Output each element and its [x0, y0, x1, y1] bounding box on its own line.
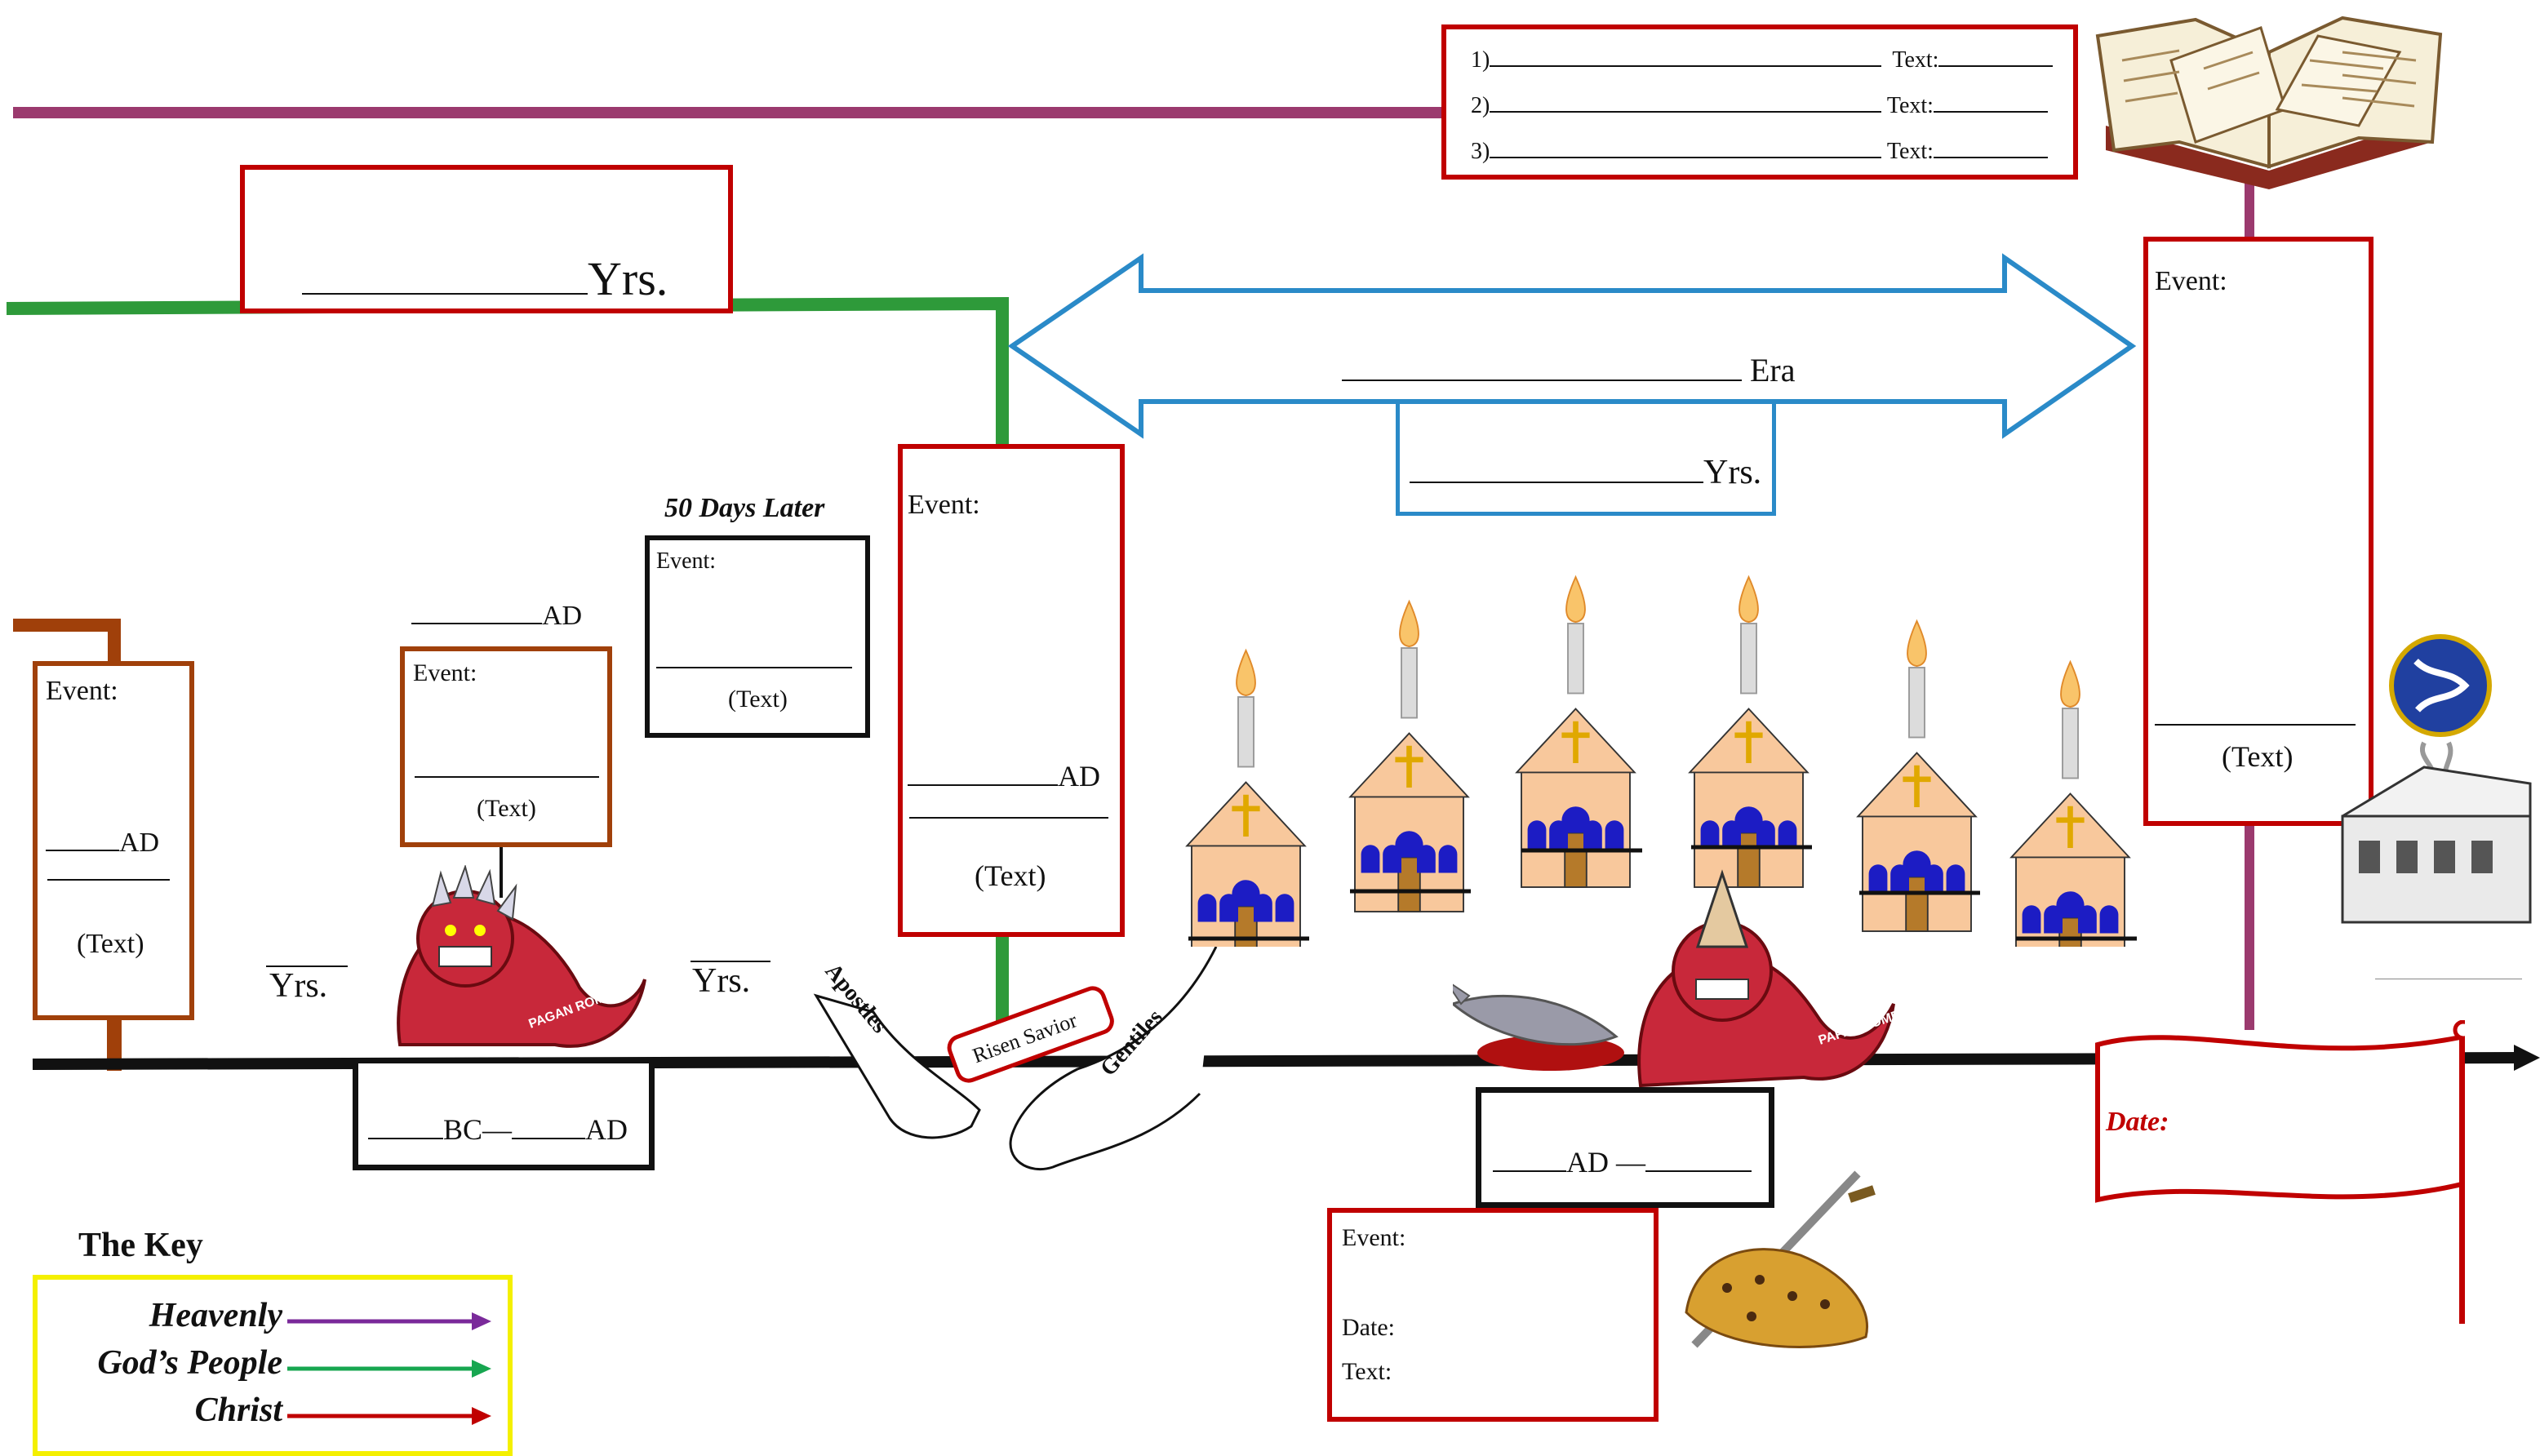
key-gods-people-arrow [287, 1360, 491, 1378]
ad-range-box: AD — [1476, 1087, 1774, 1208]
second-ad-top: AD [542, 601, 583, 631]
papal-rome-beast: PAPAL ROME [1453, 869, 1902, 1088]
center-event-box: Event: AD (Text) [898, 444, 1125, 937]
open-bible-image [2095, 16, 2443, 189]
scripture-box: 1) Text: 2) Text: 3) Text: [1441, 24, 2078, 180]
key-christ-label: Christ [194, 1392, 282, 1429]
key-heavenly-label: Heavenly [149, 1297, 282, 1334]
bc-ad-box: BC— AD [353, 1058, 655, 1170]
key-box: Heavenly God’s People Christ [33, 1275, 513, 1456]
fifty-days-text: (Text) [728, 686, 788, 712]
right-event-text: (Text) [2222, 740, 2294, 773]
bc-label: BC— [443, 1113, 513, 1146]
second-event-box: Event: (Text) [400, 646, 612, 847]
far-left-event-box: Event: AD (Text) [33, 661, 194, 1020]
church-3 [1516, 576, 1634, 887]
timeline-arrowhead [2514, 1045, 2540, 1071]
fifty-days-event-label: Event: [656, 548, 717, 574]
era-years-box: Yrs. [1396, 400, 1776, 516]
flag-date-label: Date: [2106, 1107, 2169, 1137]
rust-line [13, 619, 121, 663]
fifty-days-event-box: Event: (Text) [645, 535, 870, 738]
leopard-sword [1685, 1170, 1876, 1348]
key-christ-arrow [287, 1407, 491, 1425]
pagan-rome-beast: PAGAN ROME [397, 865, 646, 1048]
top-years-label: Yrs. [588, 252, 668, 305]
right-event-box: Event: (Text) [2143, 237, 2373, 826]
key-title: The Key [78, 1227, 203, 1264]
date-flag [2095, 1020, 2465, 1324]
far-left-ad: AD [119, 828, 160, 858]
bottom-text-label: Text: [1342, 1358, 1392, 1385]
globe-meeting-house [2341, 634, 2532, 979]
risen-savior-hands: Risen Savior Apostles Gentiles [813, 947, 1218, 1171]
center-ad: AD [1058, 760, 1100, 792]
fifty-days-heading: 50 Days Later [664, 493, 825, 523]
key-gods-people-label: God’s People [97, 1344, 282, 1382]
far-left-event-label: Event: [46, 676, 118, 706]
center-event-text: (Text) [975, 859, 1046, 892]
gods-people-line [6, 296, 1009, 447]
globe-icon [2389, 634, 2492, 737]
second-event-label: Event: [413, 659, 477, 686]
scripture-line-3: 3) Text: [1471, 139, 2048, 165]
era-label: Era [1342, 351, 1796, 389]
churches-group [1175, 576, 2137, 947]
ad-label: AD [585, 1113, 628, 1146]
era-years-label: Yrs. [1703, 454, 1762, 491]
church-2 [1350, 601, 1468, 912]
center-event-label: Event: [908, 490, 980, 520]
church-4 [1690, 576, 1807, 887]
far-left-text: (Text) [77, 929, 144, 959]
bottom-event-box: Event: Date: Text: [1327, 1208, 1659, 1422]
church-1 [1187, 650, 1304, 947]
era-arrow-shape [1007, 253, 2137, 439]
key-heavenly-arrow [287, 1312, 491, 1330]
scripture-line-2: 2) Text: [1471, 93, 2048, 119]
second-event-text: (Text) [477, 795, 536, 822]
scripture-line-1: 1) Text: [1471, 47, 2054, 73]
yrs-middle-label: Yrs. [692, 962, 751, 1000]
bottom-date-label: Date: [1342, 1314, 1395, 1341]
bottom-event-label: Event: [1342, 1224, 1406, 1251]
yrs-left-label: Yrs. [269, 967, 328, 1005]
top-years-box: Yrs. [240, 165, 733, 313]
church-6 [2011, 661, 2129, 947]
right-event-label: Event: [2155, 266, 2227, 296]
ad-range-label: AD — [1566, 1146, 1645, 1179]
